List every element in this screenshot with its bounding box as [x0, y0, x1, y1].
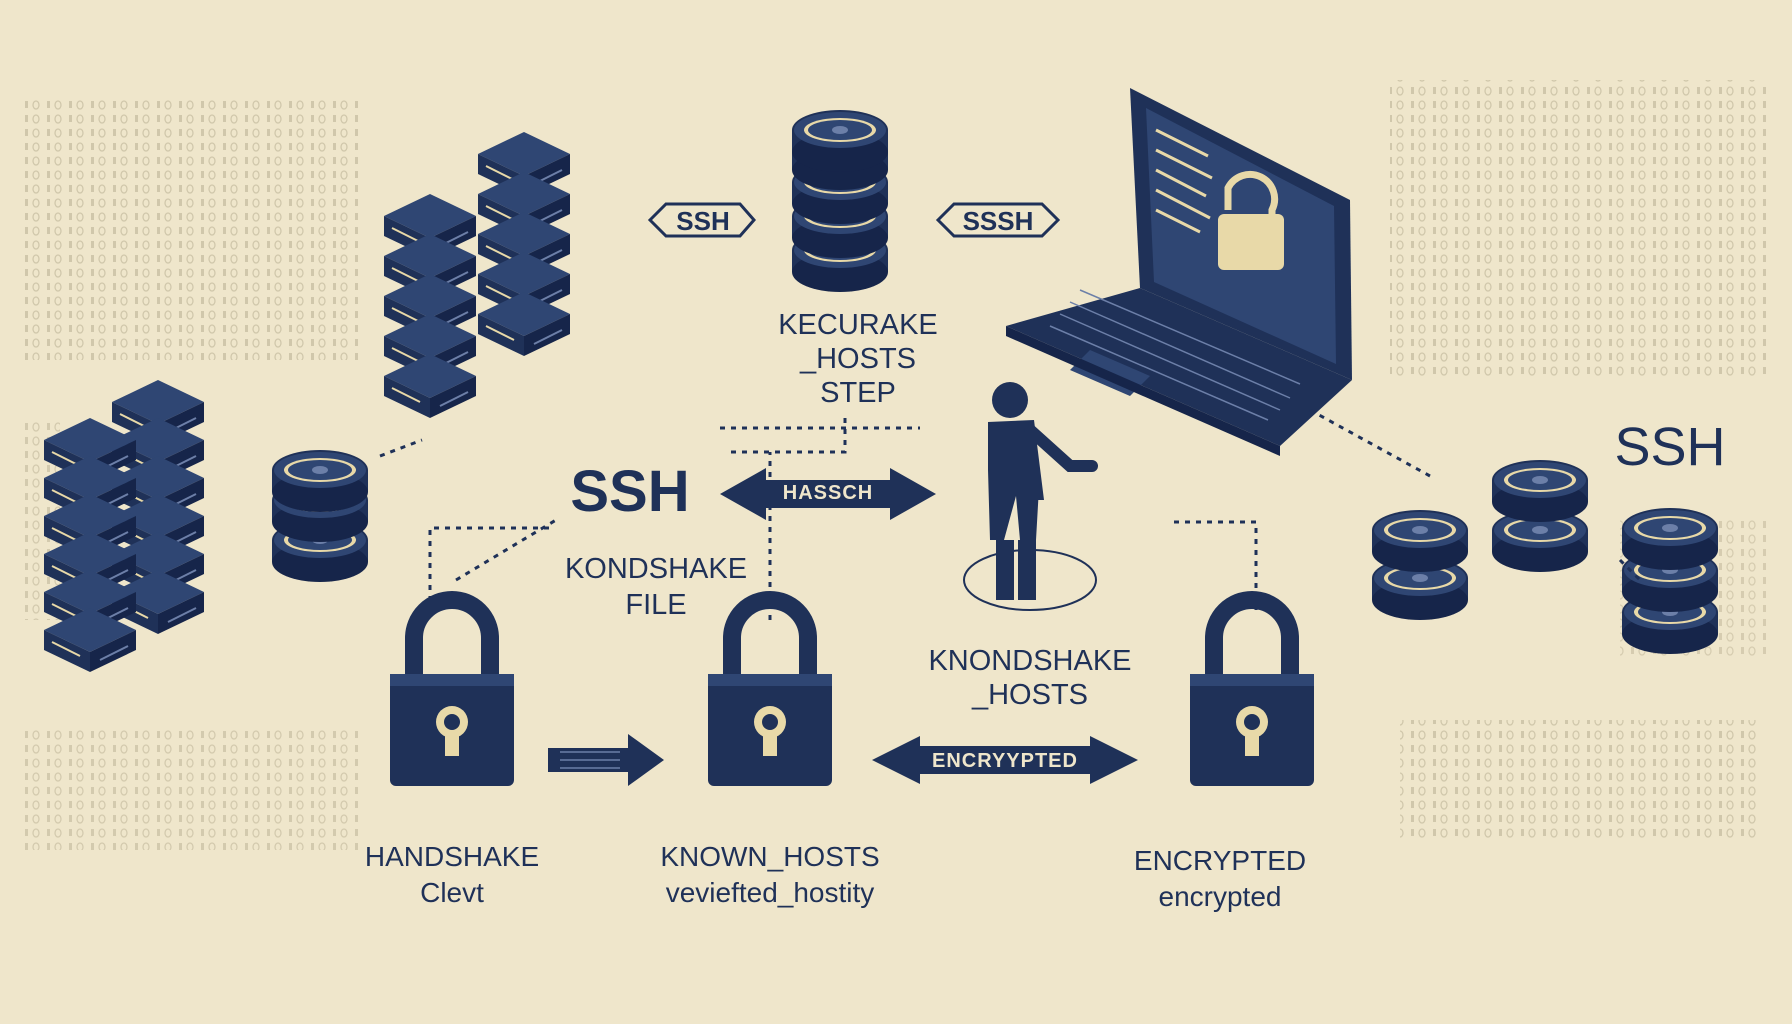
server-stack-left-icon [43, 379, 205, 673]
encrypted-arrow-label: ENCRYYPTED [932, 750, 1078, 772]
knondshake-hosts-label-1: KNONDSHAKE [928, 645, 1132, 677]
veviefted-hostity-label: veviefted_hostity [665, 877, 875, 908]
encrypted-upper-label: ENCRYPTED [1133, 845, 1307, 876]
database-top-icon [792, 110, 888, 292]
knondshake-hosts-label-2: _HOSTS [971, 679, 1089, 711]
padlock-handshake-icon [390, 600, 514, 786]
known-hosts-label: KNOWN_HOSTS [660, 841, 880, 872]
hosts-step-label-2: STEP [820, 377, 896, 409]
connector-lines [379, 408, 1642, 620]
ssh-right-title: SSH [1614, 417, 1726, 477]
ssh-left-tag-arrow [647, 202, 756, 238]
kondshake-file-label-2: FILE [625, 589, 687, 621]
hassch-arrow-label: HASSCH [782, 482, 874, 504]
laptop-lock-icon [1006, 88, 1352, 456]
encrypted-arrow [872, 736, 1138, 784]
padlock-encrypted-icon [1190, 600, 1314, 786]
hassch-arrow [720, 468, 936, 520]
server-stack-top-icon [383, 131, 571, 419]
encrypted-lower-label: encrypted [1158, 881, 1282, 912]
sssh-right-tag-arrow [935, 202, 1061, 238]
ssh-center-title: SSH [570, 459, 690, 524]
clevt-label: Clevt [420, 877, 484, 908]
kecurake-label: KECURAKE [778, 309, 938, 341]
database-right-group-icon [1372, 460, 1718, 654]
kondshake-file-label-1: KONDSHAKE [564, 553, 748, 585]
sssh-tag: SSSH [962, 206, 1034, 236]
hosts-step-label-1: _HOSTS [799, 343, 917, 375]
ssh-top-left-tag: SSH [676, 206, 730, 236]
handshake-label: HANDSHAKE [364, 841, 540, 872]
person-icon [963, 382, 1098, 611]
database-left-icon [272, 450, 368, 582]
padlock-known-hosts-icon [708, 600, 832, 786]
